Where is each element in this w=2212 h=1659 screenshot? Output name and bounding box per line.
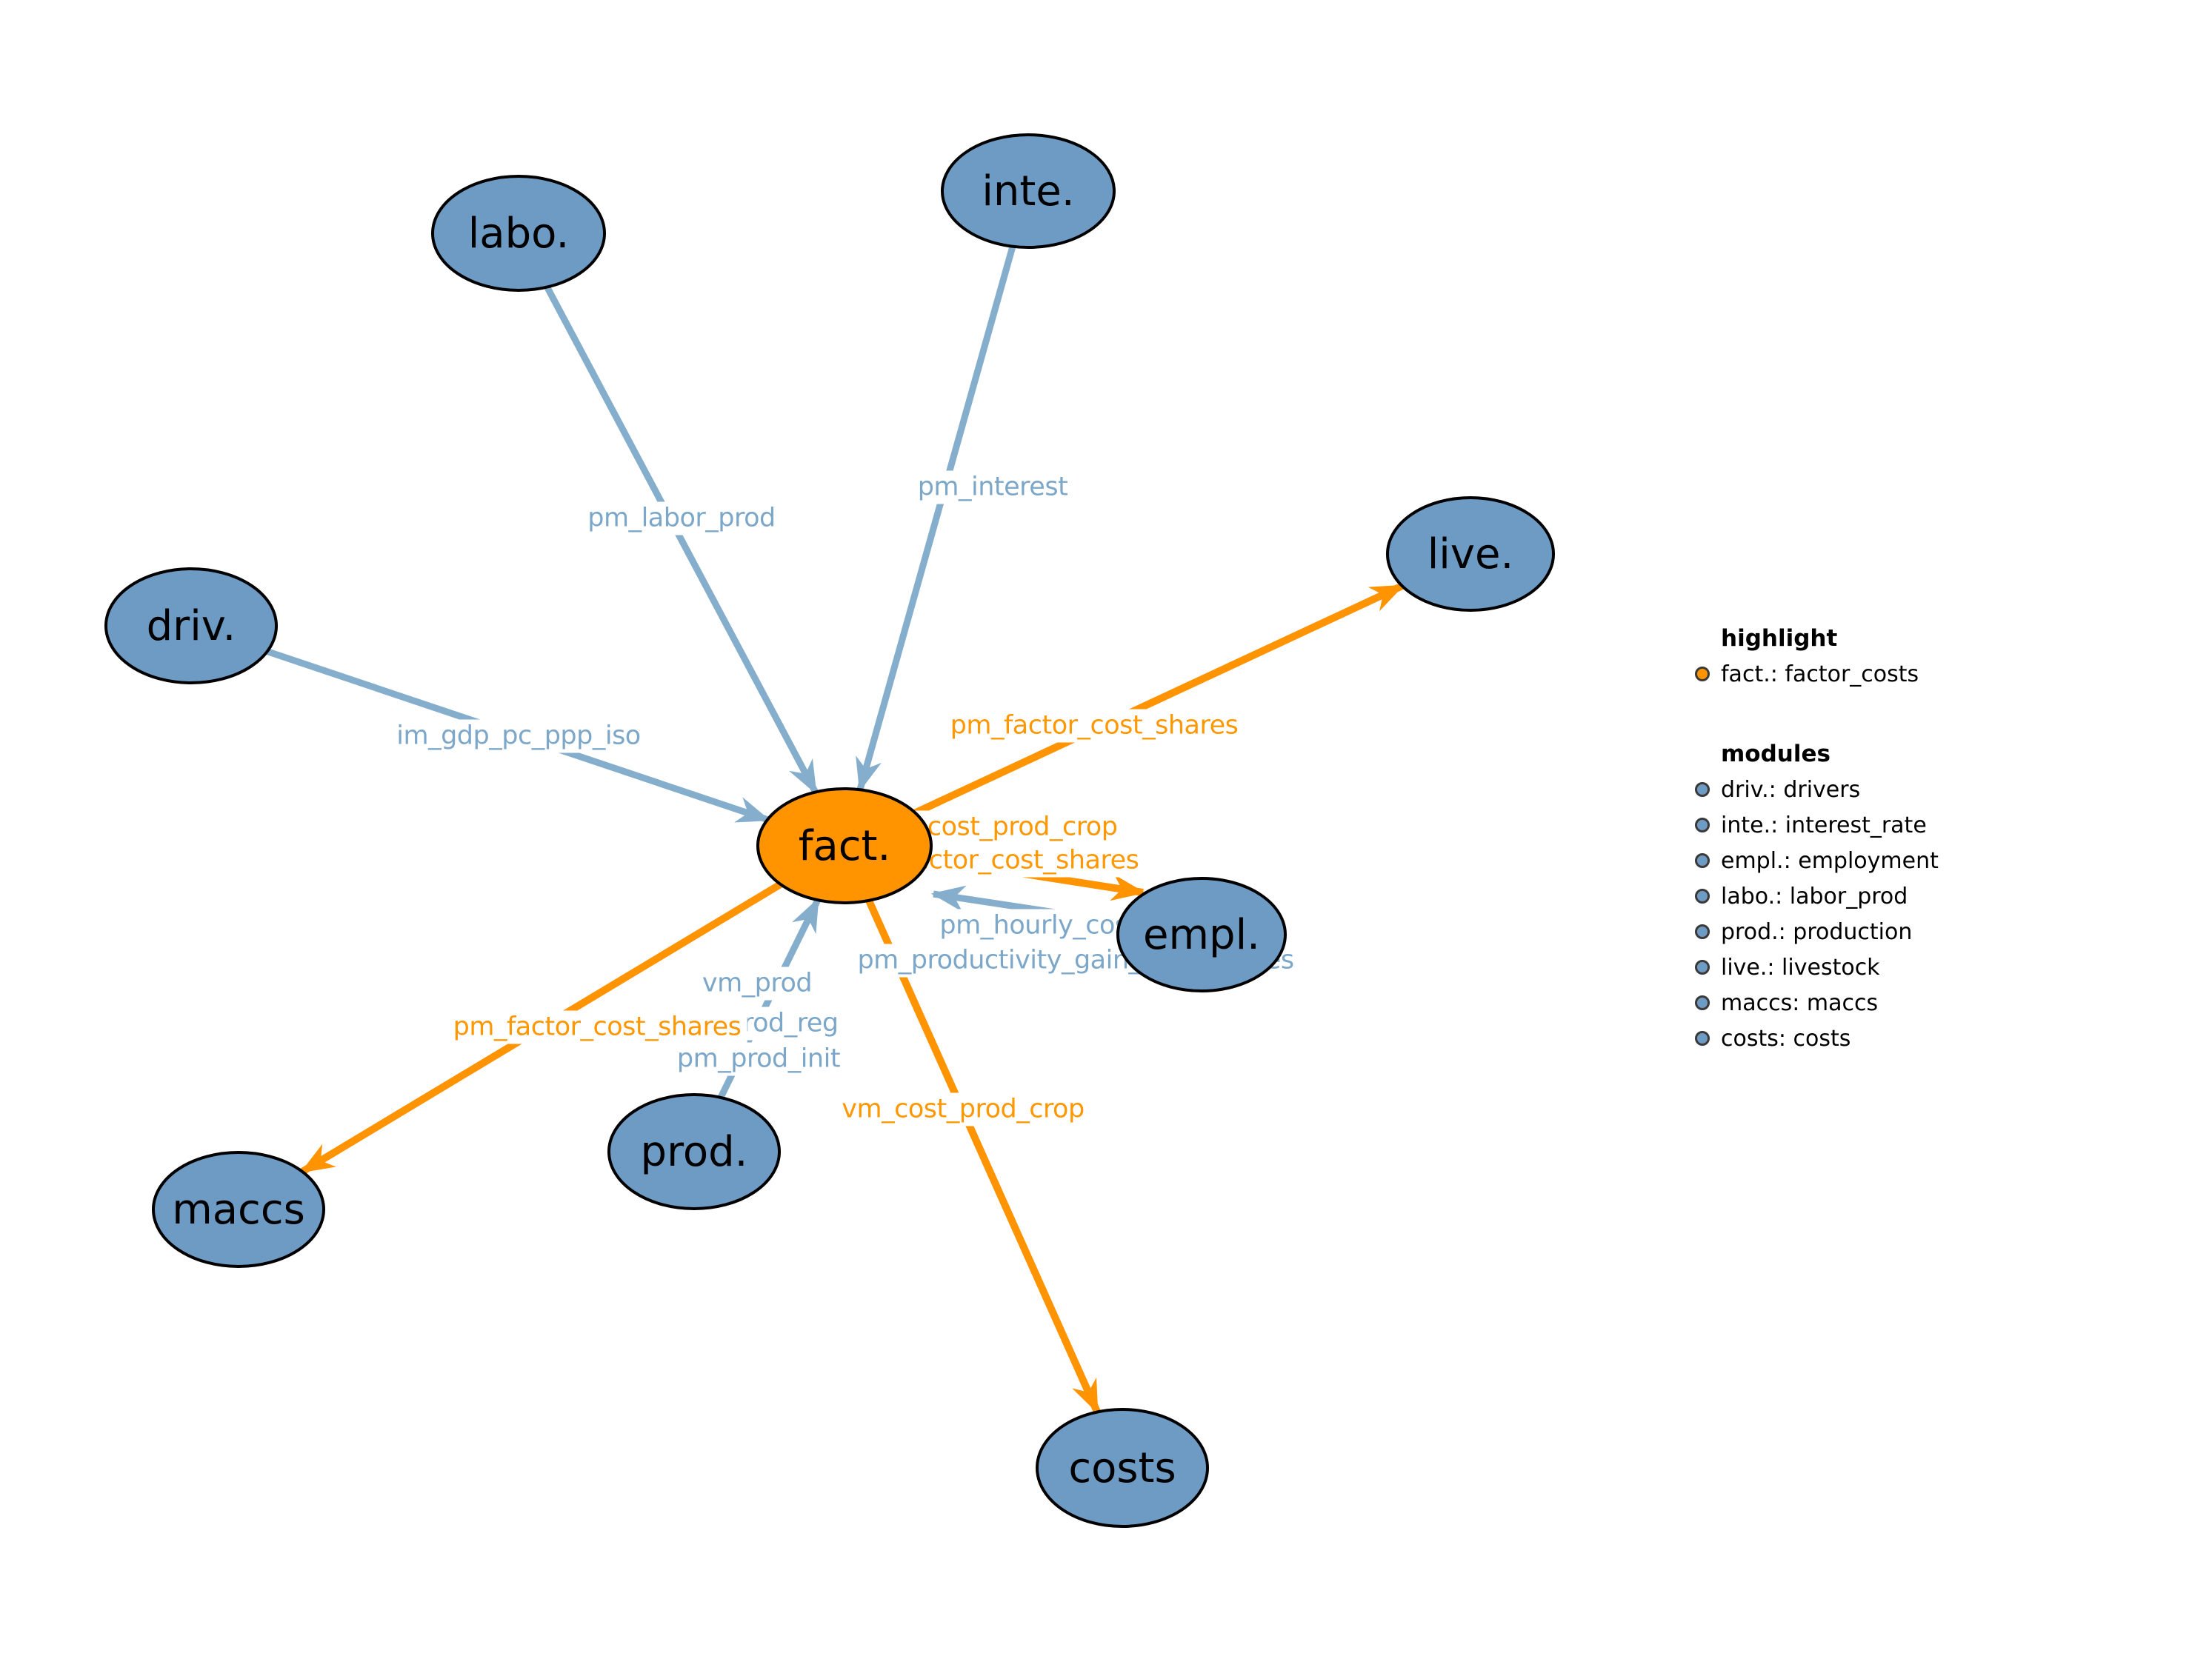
node-ellipse-maccs [152, 1151, 325, 1268]
node-label-labo: labo. [468, 210, 570, 258]
node-ellipse-empl [1116, 877, 1287, 992]
legend-dot-icon [1695, 995, 1710, 1010]
legend-item-driv: driv.: drivers [1695, 772, 1939, 807]
legend-dot-icon [1695, 924, 1710, 939]
node-label-inte: inte. [982, 167, 1074, 216]
node-ellipse-costs [1036, 1408, 1209, 1528]
legend-item-label: inte.: interest_rate [1721, 812, 1927, 838]
edge-label-vm_cost_prod_crop: vm_cost_prod_crop [836, 1092, 1090, 1126]
legend-dot-icon [1695, 853, 1710, 868]
legend-item-label: fact.: factor_costs [1721, 661, 1919, 687]
legend-dot-icon [1695, 889, 1710, 904]
edge-fact-costs [841, 844, 1101, 1414]
node-ellipse-live [1386, 496, 1555, 612]
node-label-empl: empl. [1143, 911, 1260, 959]
legend-dot-icon [1695, 818, 1710, 832]
node-ellipse-inte [941, 133, 1116, 249]
edge-label-pm_prod_init: pm_prod_init [670, 1042, 847, 1076]
node-labo: labo. [431, 175, 606, 292]
node-costs: costs [1036, 1408, 1209, 1528]
node-label-prod: prod. [641, 1128, 748, 1176]
edge-label-pm_factor_cost_shares: pm_factor_cost_shares [944, 709, 1245, 743]
legend-dot-icon [1695, 1031, 1710, 1046]
legend-header-highlight: highlight [1721, 625, 1838, 652]
legend-item-inte: inte.: interest_rate [1695, 807, 1939, 843]
legend-spacer [1695, 692, 1939, 736]
legend-dot-icon [1695, 667, 1710, 681]
legend-item-label: live.: livestock [1721, 954, 1880, 981]
node-inte: inte. [941, 133, 1116, 249]
node-label-live: live. [1428, 530, 1514, 578]
legend-item-fact: fact.: factor_costs [1695, 656, 1939, 692]
legend-item-empl: empl.: employment [1695, 843, 1939, 878]
edge-label-pm_interest: pm_interest [911, 470, 1074, 504]
node-driv: driv. [104, 567, 278, 684]
legend-item-label: driv.: drivers [1721, 776, 1861, 803]
node-ellipse-fact [756, 787, 933, 904]
legend-header-modules: modules [1721, 741, 1830, 767]
legend-item-label: maccs: maccs [1721, 989, 1879, 1016]
edge-label-pm_factor_cost_shares: pm_factor_cost_shares [447, 1010, 747, 1044]
legend-item-maccs: maccs: maccs [1695, 985, 1939, 1021]
legend-dot-icon [1695, 960, 1710, 975]
legend-item-label: labo.: labor_prod [1721, 883, 1908, 909]
node-ellipse-driv [104, 567, 278, 684]
edge-label-im_gdp_pc_ppp_iso: im_gdp_pc_ppp_iso [390, 719, 647, 753]
node-label-fact: fact. [799, 822, 891, 870]
node-empl: empl. [1116, 877, 1287, 992]
legend-item-label: prod.: production [1721, 918, 1913, 945]
edge-label-vm_prod: vm_prod [696, 967, 819, 1001]
legend-item-costs: costs: costs [1695, 1021, 1939, 1056]
node-prod: prod. [607, 1093, 781, 1210]
legend-dot-icon [1695, 782, 1710, 797]
edge-label-pm_labor_prod: pm_labor_prod [582, 501, 782, 535]
edge-fact-maccs [300, 842, 847, 1175]
node-label-driv: driv. [147, 602, 236, 650]
legend-item-label: costs: costs [1721, 1025, 1851, 1052]
node-label-maccs: maccs [172, 1186, 305, 1234]
node-ellipse-labo [431, 175, 606, 292]
node-label-costs: costs [1068, 1444, 1176, 1492]
node-live: live. [1386, 496, 1555, 612]
legend-item-labo: labo.: labor_prod [1695, 878, 1939, 914]
legend-item-label: empl.: employment [1721, 847, 1939, 874]
node-fact: fact. [756, 787, 933, 904]
node-ellipse-prod [607, 1093, 781, 1210]
legend-item-live: live.: livestock [1695, 949, 1939, 985]
legend-item-prod: prod.: production [1695, 914, 1939, 949]
node-maccs: maccs [152, 1151, 325, 1268]
